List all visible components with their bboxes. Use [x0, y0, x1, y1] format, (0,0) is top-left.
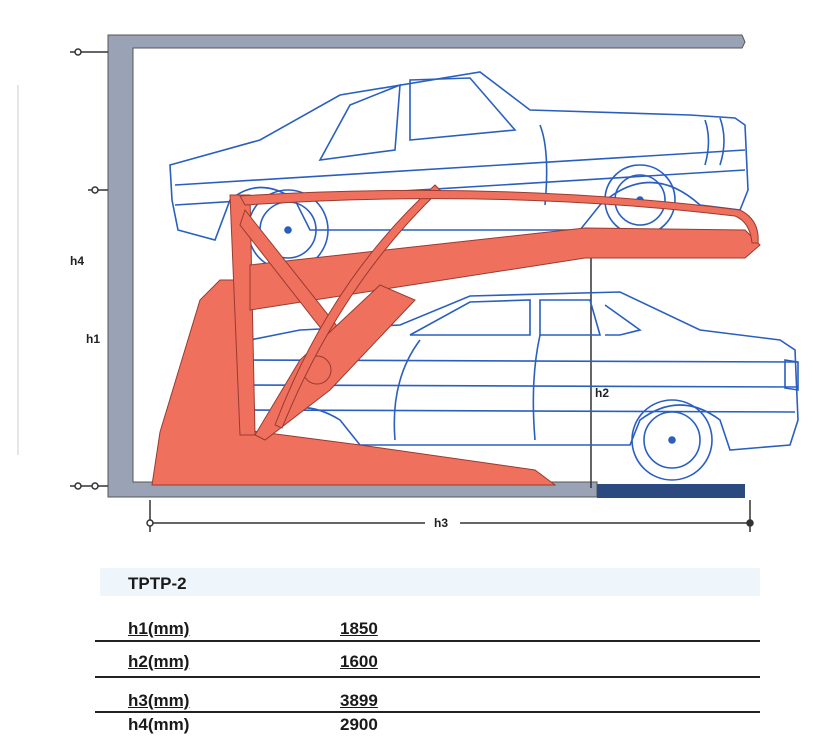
- label-h4: h4: [70, 254, 85, 268]
- model-title: TPTP-2: [128, 574, 187, 593]
- spec-value: 3899: [340, 691, 378, 710]
- spec-label: h4(mm): [128, 715, 190, 734]
- row-divider: [95, 640, 760, 642]
- label-h1: h1: [86, 332, 101, 346]
- label-h2: h2: [595, 386, 610, 400]
- h3-dimension-line: [146, 500, 754, 532]
- lower-car: [249, 291, 799, 481]
- spec-label: h1(mm): [128, 619, 190, 638]
- garage-frame: [107, 34, 746, 498]
- floor-patch: [597, 484, 745, 498]
- dimension-markers: [70, 48, 108, 490]
- label-h3: h3: [434, 516, 449, 530]
- spec-label: h2(mm): [128, 652, 190, 671]
- title-band: [100, 568, 760, 596]
- row-divider: [95, 711, 760, 713]
- spec-value: 2900: [340, 715, 378, 734]
- parking-lift-diagram: [17, 34, 799, 532]
- row-divider: [95, 676, 760, 678]
- spec-value: 1600: [340, 652, 378, 671]
- spec-label: h3(mm): [128, 691, 190, 710]
- spec-value: 1850: [340, 619, 378, 638]
- lift-structure: [151, 184, 761, 486]
